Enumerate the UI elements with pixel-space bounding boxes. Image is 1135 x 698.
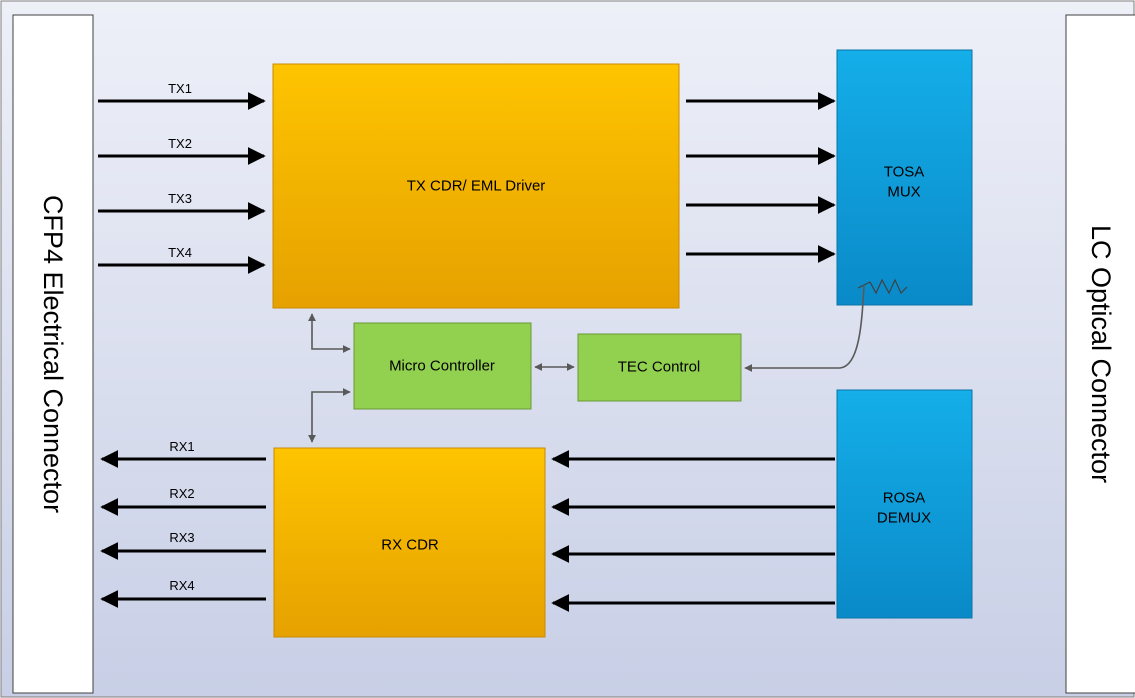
tx-input-arrows [98,92,266,274]
mux-label: MUX [887,184,920,201]
demux-label: DEMUX [877,510,931,527]
rx-cdr-label: RX CDR [381,537,439,554]
rx-output-arrows [100,450,266,608]
rx-lane-labels: RX1 RX2 RX3 RX4 [169,439,194,593]
tx1-label: TX1 [168,81,192,96]
micro-controller-block: Micro Controller [353,322,532,410]
tx3-label: TX3 [168,191,192,206]
rosa-to-rxcdr-arrows [551,450,835,612]
tec-control-label: TEC Control [618,359,701,376]
tx-cdr-eml-driver-block: TX CDR/ EML Driver [272,63,680,309]
right-connector-label: LC Optical Connector [1086,225,1116,483]
rx-cdr-block: RX CDR [273,447,546,638]
rx3-label: RX3 [169,530,194,545]
thermistor-icon [857,278,908,295]
tec-control-block: TEC Control [577,333,742,402]
micro-controller-label: Micro Controller [389,358,495,375]
tx4-label: TX4 [168,245,192,260]
tx-cdr-label: TX CDR/ EML Driver [407,178,546,195]
rx2-label: RX2 [169,486,194,501]
micro-rxcdr-link [308,388,351,443]
cfp4-electrical-connector: CFP4 Electrical Connector [12,14,94,694]
rx4-label: RX4 [169,578,194,593]
tx2-label: TX2 [168,136,192,151]
tosa-label: TOSA [884,164,925,181]
thermistor-tec-link [744,284,865,372]
rosa-demux-block: ROSA DEMUX [836,389,973,619]
tosa-mux-block: TOSA MUX [836,49,973,306]
control-connections [308,284,865,443]
rx1-label: RX1 [169,439,194,454]
txcdr-micro-link [308,313,351,353]
rosa-label: ROSA [883,490,926,507]
left-connector-label: CFP4 Electrical Connector [38,195,68,513]
lc-optical-connector: LC Optical Connector [1065,14,1135,694]
driver-to-tosa-arrows [686,92,836,263]
tx-lane-labels: TX1 TX2 TX3 TX4 [168,81,192,260]
